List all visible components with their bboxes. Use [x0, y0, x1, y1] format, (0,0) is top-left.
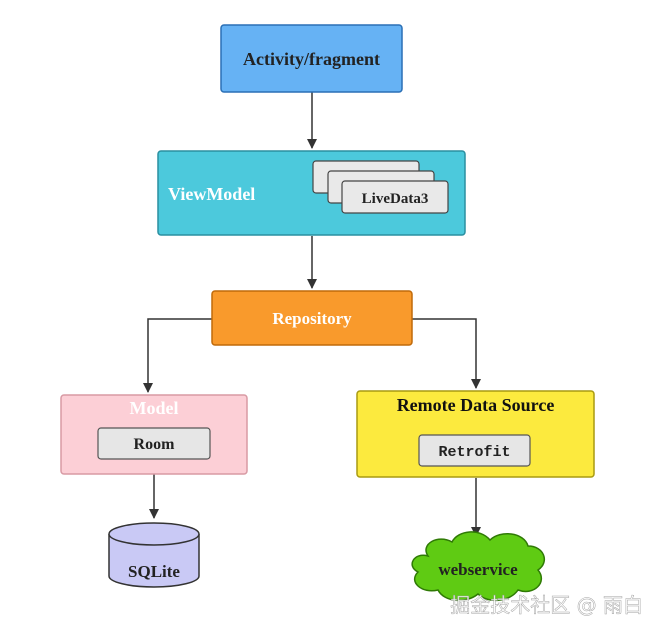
webservice-cloud-shape [411, 531, 546, 602]
activity-fragment-box [220, 24, 403, 93]
repository-node: Repository [211, 290, 413, 346]
livedata-label: LiveData3 [362, 191, 429, 207]
livedata-card-front [341, 180, 449, 214]
retrofit-box [418, 434, 531, 467]
room-box [97, 427, 211, 460]
model-node: Model Room [60, 394, 248, 475]
livedata-stack: LiveData3 [312, 160, 449, 214]
room-label: Room [134, 436, 176, 453]
sqlite-cylinder-body [108, 534, 200, 588]
arrow-repository-to-remote [412, 318, 481, 389]
watermark: 掘金技术社区 @ 雨白 [450, 593, 643, 617]
repository-label: Repository [272, 309, 352, 328]
arrow-repository-to-model [143, 318, 212, 393]
retrofit-label: Retrofit [438, 444, 510, 461]
sqlite-label: SQLite [128, 562, 180, 581]
remote-data-source-box [356, 390, 595, 478]
webservice-cloud: webservice [411, 531, 546, 602]
repository-box [211, 290, 413, 346]
activity-fragment-node: Activity/fragment [220, 24, 403, 93]
webservice-label: webservice [438, 560, 518, 579]
sqlite-cylinder-top [108, 522, 200, 546]
viewmodel-label: ViewModel [168, 184, 255, 204]
model-label: Model [130, 398, 179, 418]
connectors [143, 92, 481, 537]
viewmodel-node: ViewModel LiveData3 [157, 150, 466, 236]
activity-fragment-label: Activity/fragment [243, 49, 380, 69]
remote-data-source-label: Remote Data Source [397, 395, 555, 415]
remote-data-source-node: Remote Data Source Retrofit [356, 390, 595, 478]
sqlite-database: SQLite [108, 522, 200, 588]
